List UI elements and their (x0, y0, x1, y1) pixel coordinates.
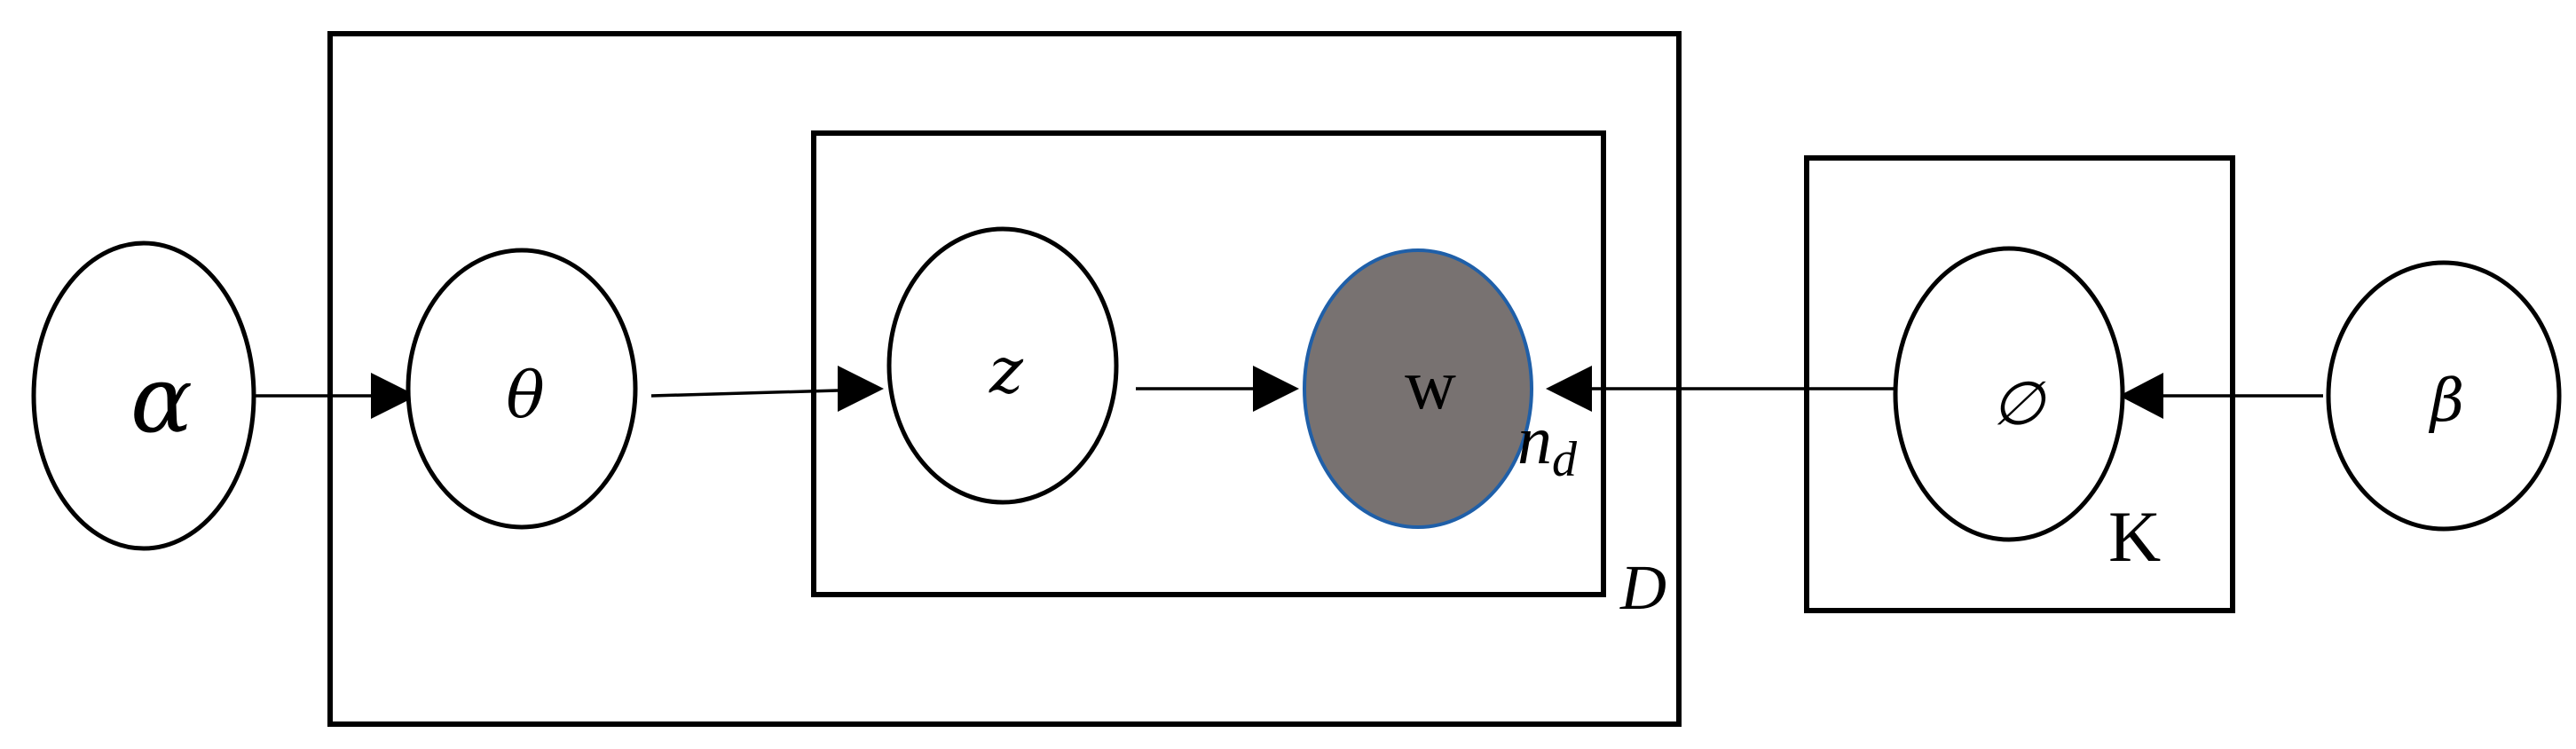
arrowhead-z-w (1253, 366, 1299, 412)
plate-documents-label: D (1619, 552, 1666, 623)
plate-words-label-subscript: d (1552, 432, 1578, 487)
node-alpha: α (31, 240, 256, 551)
node-phi-label: ∅ (1991, 369, 2046, 439)
plate-documents (327, 31, 1682, 727)
plate-topics-label: K (2108, 496, 2161, 577)
edge-theta-z (650, 389, 839, 398)
node-w-label: w (1405, 346, 1456, 424)
observed-node-shape (1303, 248, 1533, 529)
arrowhead-alpha-theta (371, 373, 417, 419)
node-theta: θ (406, 248, 638, 530)
node-z: z (886, 226, 1119, 505)
node-beta: β (2326, 260, 2562, 532)
plate-words (811, 130, 1606, 597)
arrowhead-beta-phi (2119, 373, 2163, 419)
node-theta-label: θ (506, 358, 544, 432)
arrowhead-phi-w (1546, 366, 1592, 412)
arrowhead-theta-z (838, 366, 884, 412)
node-phi: ∅ (1893, 246, 2125, 542)
node-w-observed: w (1303, 248, 1533, 529)
plate-words-label: nd (1517, 401, 1578, 487)
node-z-label: z (989, 333, 1024, 407)
plate-words-label-main: n (1517, 401, 1552, 478)
node-alpha-label: α (130, 345, 193, 453)
edges (256, 366, 2323, 419)
node-beta-label: β (2428, 367, 2464, 435)
plate-topics (1804, 155, 2235, 613)
